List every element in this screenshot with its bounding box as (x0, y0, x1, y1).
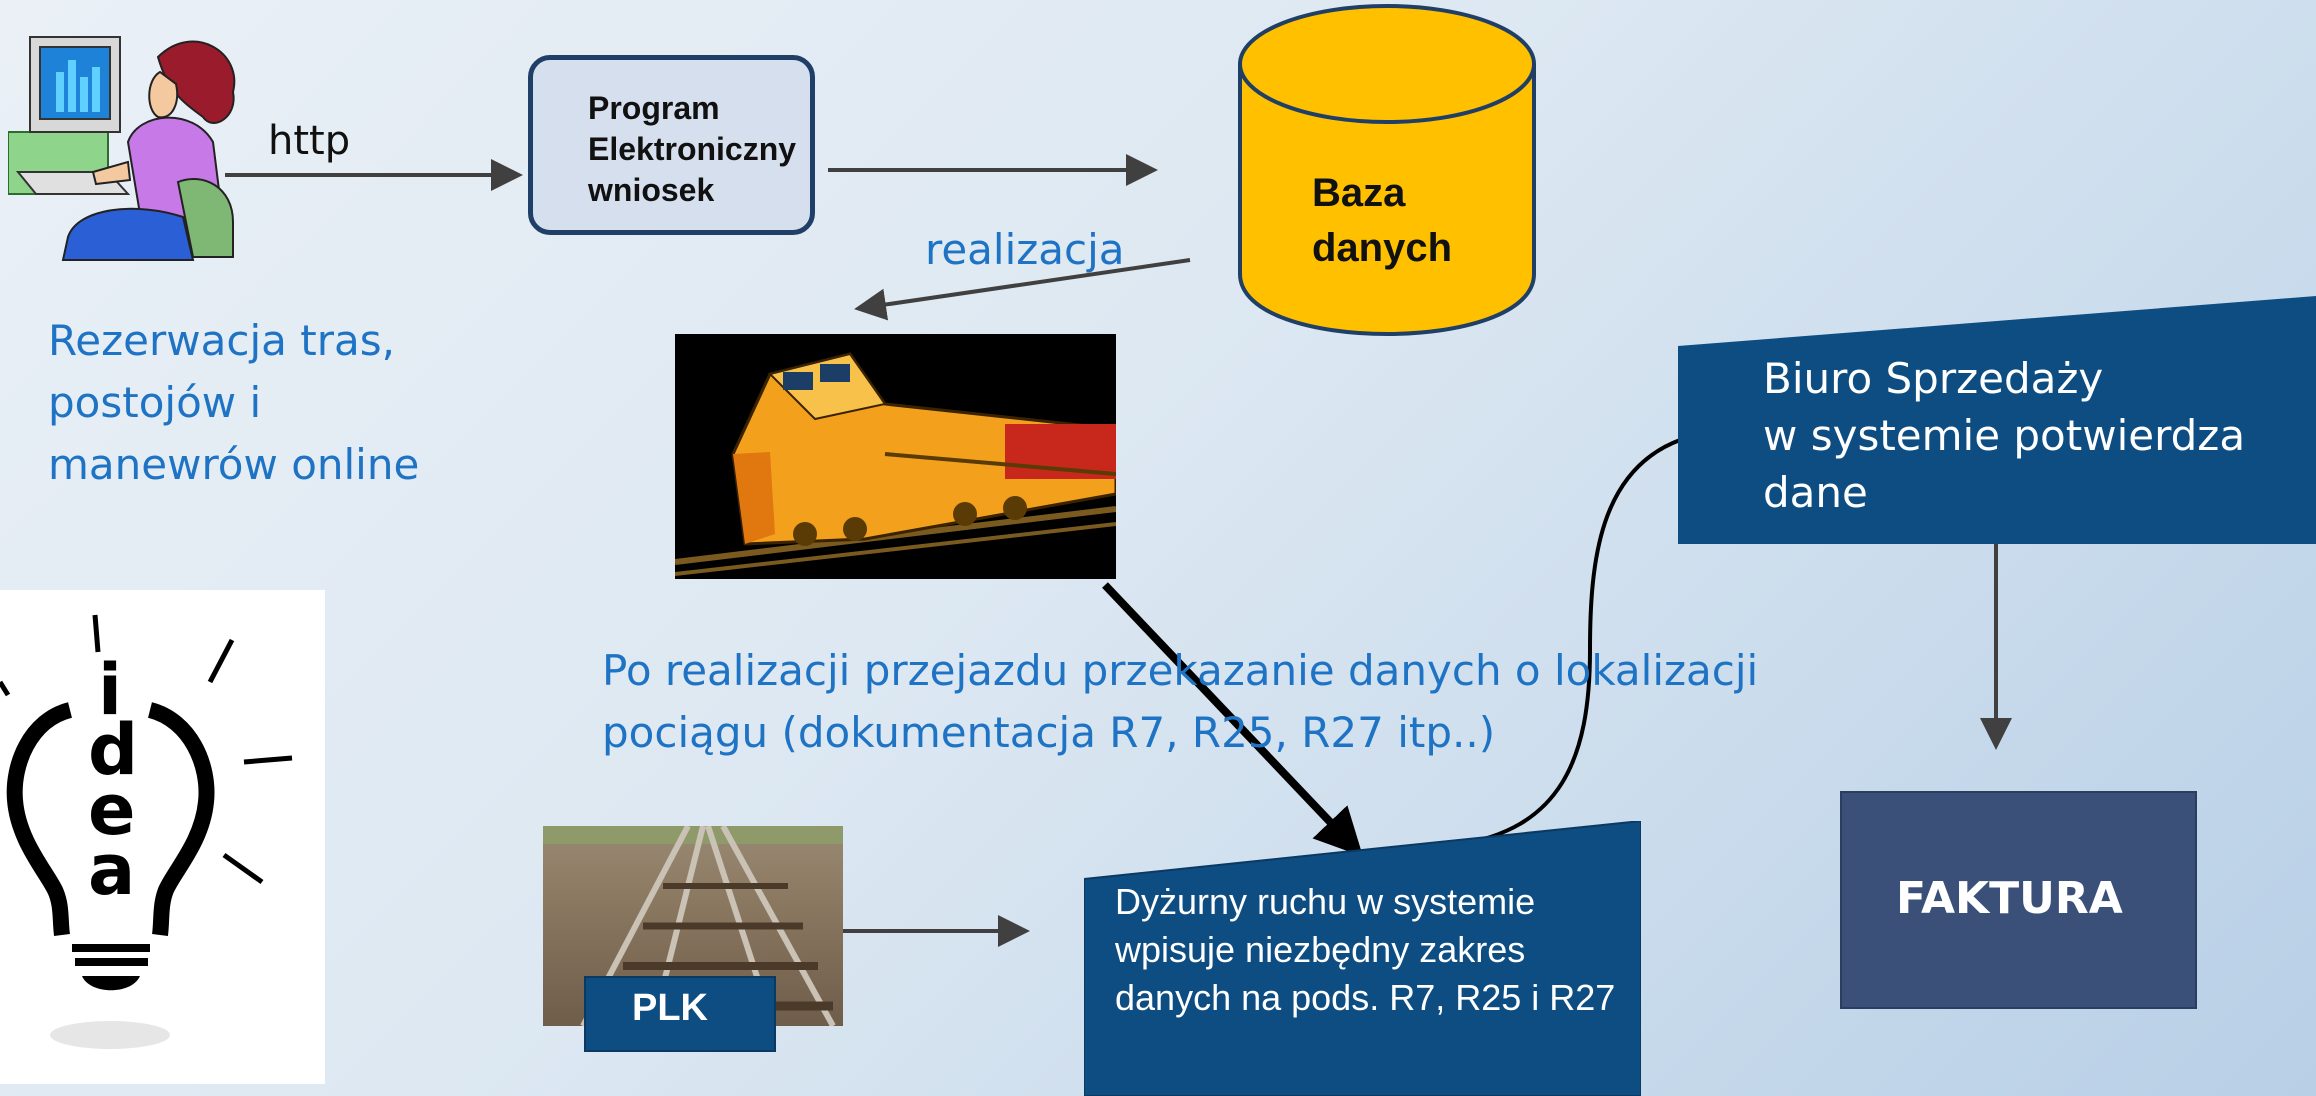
idea-letter-d: d (88, 709, 139, 791)
dispatcher-line-3: danych na pods. R7, R25 i R27 (1115, 977, 1616, 1018)
dispatcher-line-1: Dyżurny ruchu w systemie (1115, 881, 1536, 922)
database-label-line-1: Baza (1312, 171, 1406, 215)
program-box-line-2: Elektroniczny (588, 131, 797, 167)
sales-office-line-2: w systemie potwierdza (1763, 411, 2246, 460)
program-box-line-3: wniosek (588, 172, 715, 208)
http-label: http (268, 118, 351, 164)
plk-label: PLK (632, 987, 708, 1029)
database-label: Baza danych (1312, 166, 1452, 276)
arrow-database-to-train (854, 258, 1191, 321)
invoice-box (1840, 791, 2197, 1009)
transfer-line-2: pociągu (dokumentacja R7, R25, R27 itp..… (602, 708, 1496, 757)
program-box-line-1: Program (588, 90, 720, 126)
arrow-train-to-dispatcher (1102, 582, 1364, 857)
curve-dispatcher-to-sales (1454, 438, 1681, 847)
sales-office-line-3: dane (1763, 468, 1868, 517)
invoice-label: FAKTURA (1896, 873, 2123, 924)
database-cylinder (1238, 4, 1536, 336)
idea-letters: i d e a (88, 649, 139, 911)
sales-office-banner-shape (1678, 296, 2316, 544)
dispatcher-line-2: wpisuje niezbędny zakres (1115, 929, 1526, 970)
locomotive-icon (675, 352, 1116, 576)
dispatcher-text: Dyżurny ruchu w systemie wpisuje niezbęd… (1115, 878, 1615, 1022)
person-at-computer-icon (8, 36, 236, 261)
program-box-text: Program Elektroniczny wniosek (588, 88, 796, 211)
realizacja-label: realizacja (925, 225, 1125, 274)
transfer-text: Po realizacji przejazdu przekazanie dany… (602, 640, 1758, 764)
reservation-line-2: postojów i (48, 378, 262, 427)
idea-bulb-image: i d e a (0, 590, 325, 1084)
dispatcher-box-shape (1084, 821, 1641, 1096)
lightbulb-icon (0, 614, 293, 1049)
idea-letter-e: e (88, 769, 136, 851)
locomotive-image (675, 334, 1116, 579)
idea-letter-i: i (98, 649, 122, 731)
sales-office-line-1: Biuro Sprzedaży (1763, 354, 2104, 403)
sales-office-text: Biuro Sprzedaży w systemie potwierdza da… (1763, 350, 2245, 521)
plk-badge (584, 976, 776, 1052)
transfer-line-1: Po realizacji przejazdu przekazanie dany… (602, 646, 1759, 695)
database-label-line-2: danych (1312, 226, 1453, 270)
idea-letter-a: a (88, 829, 136, 911)
program-box: Program Elektroniczny wniosek (528, 55, 815, 235)
reservation-line-3: manewrów online (48, 440, 420, 489)
reservation-line-1: Rezerwacja tras, (48, 316, 395, 365)
reservation-text: Rezerwacja tras, postojów i manewrów onl… (48, 310, 419, 496)
